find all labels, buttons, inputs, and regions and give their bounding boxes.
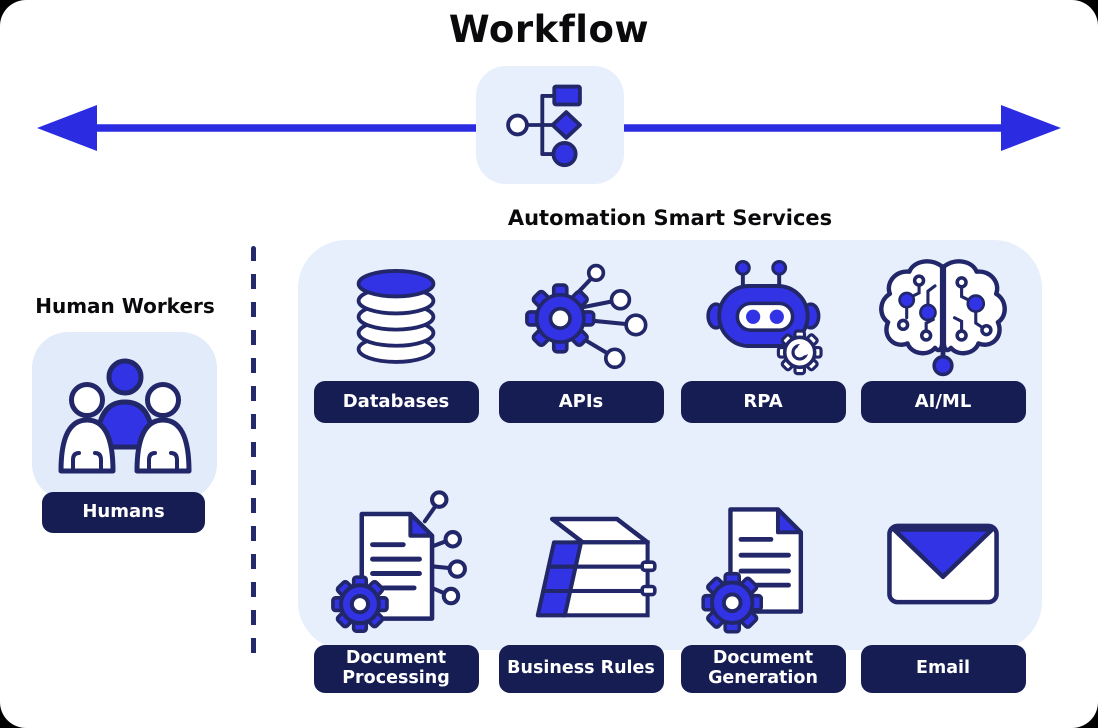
api-gear-network-icon <box>525 263 648 370</box>
robot-gear-icon <box>706 259 823 376</box>
service-label-pill: RPA <box>680 381 846 423</box>
business-rules-icon-area <box>488 486 674 642</box>
rpa-icon-area <box>670 254 856 378</box>
envelope-icon <box>887 523 999 605</box>
human-workers-heading: Human Workers <box>35 294 215 318</box>
books-stack-icon <box>535 516 657 618</box>
workflow-icon-box <box>476 66 624 184</box>
service-cell-apis: APIs <box>488 254 674 423</box>
people-icon <box>58 358 191 474</box>
service-cell-databases: Databases <box>303 254 489 423</box>
page-title: Workflow <box>448 8 650 51</box>
service-cell-aiml: AI/ML <box>850 254 1036 423</box>
document-gear-icon <box>701 507 804 634</box>
aiml-icon-area <box>850 254 1036 378</box>
service-label-pill: AI/ML <box>860 381 1026 423</box>
document-processing-icon-area <box>303 486 489 642</box>
service-label-pill: APIs <box>498 381 664 423</box>
service-cell-document-processing: Document Processing <box>303 486 489 693</box>
flowchart-icon <box>506 84 582 168</box>
service-cell-email: Email <box>850 486 1036 693</box>
document-gear-nodes-icon <box>331 489 467 633</box>
email-icon-area <box>850 486 1036 642</box>
automation-heading: Automation Smart Services <box>507 206 833 230</box>
brain-circuit-icon <box>879 259 1007 377</box>
document-generation-icon-area <box>670 486 856 642</box>
service-label-pill: Databases <box>313 381 479 423</box>
service-cell-business-rules: Business Rules <box>488 486 674 693</box>
service-label-pill: Business Rules <box>498 645 664 693</box>
service-label-pill: Document Generation <box>680 645 846 693</box>
database-icon <box>356 269 436 364</box>
service-cell-rpa: RPA <box>670 254 856 423</box>
service-label-pill: Email <box>860 645 1026 693</box>
service-label-pill: Document Processing <box>313 645 479 693</box>
humans-box <box>32 332 217 500</box>
api-icon-area <box>488 254 674 378</box>
database-icon-area <box>303 254 489 378</box>
humans-label-pill: Humans <box>42 492 205 533</box>
dashed-divider <box>251 246 256 666</box>
service-cell-document-generation: Document Generation <box>670 486 856 693</box>
